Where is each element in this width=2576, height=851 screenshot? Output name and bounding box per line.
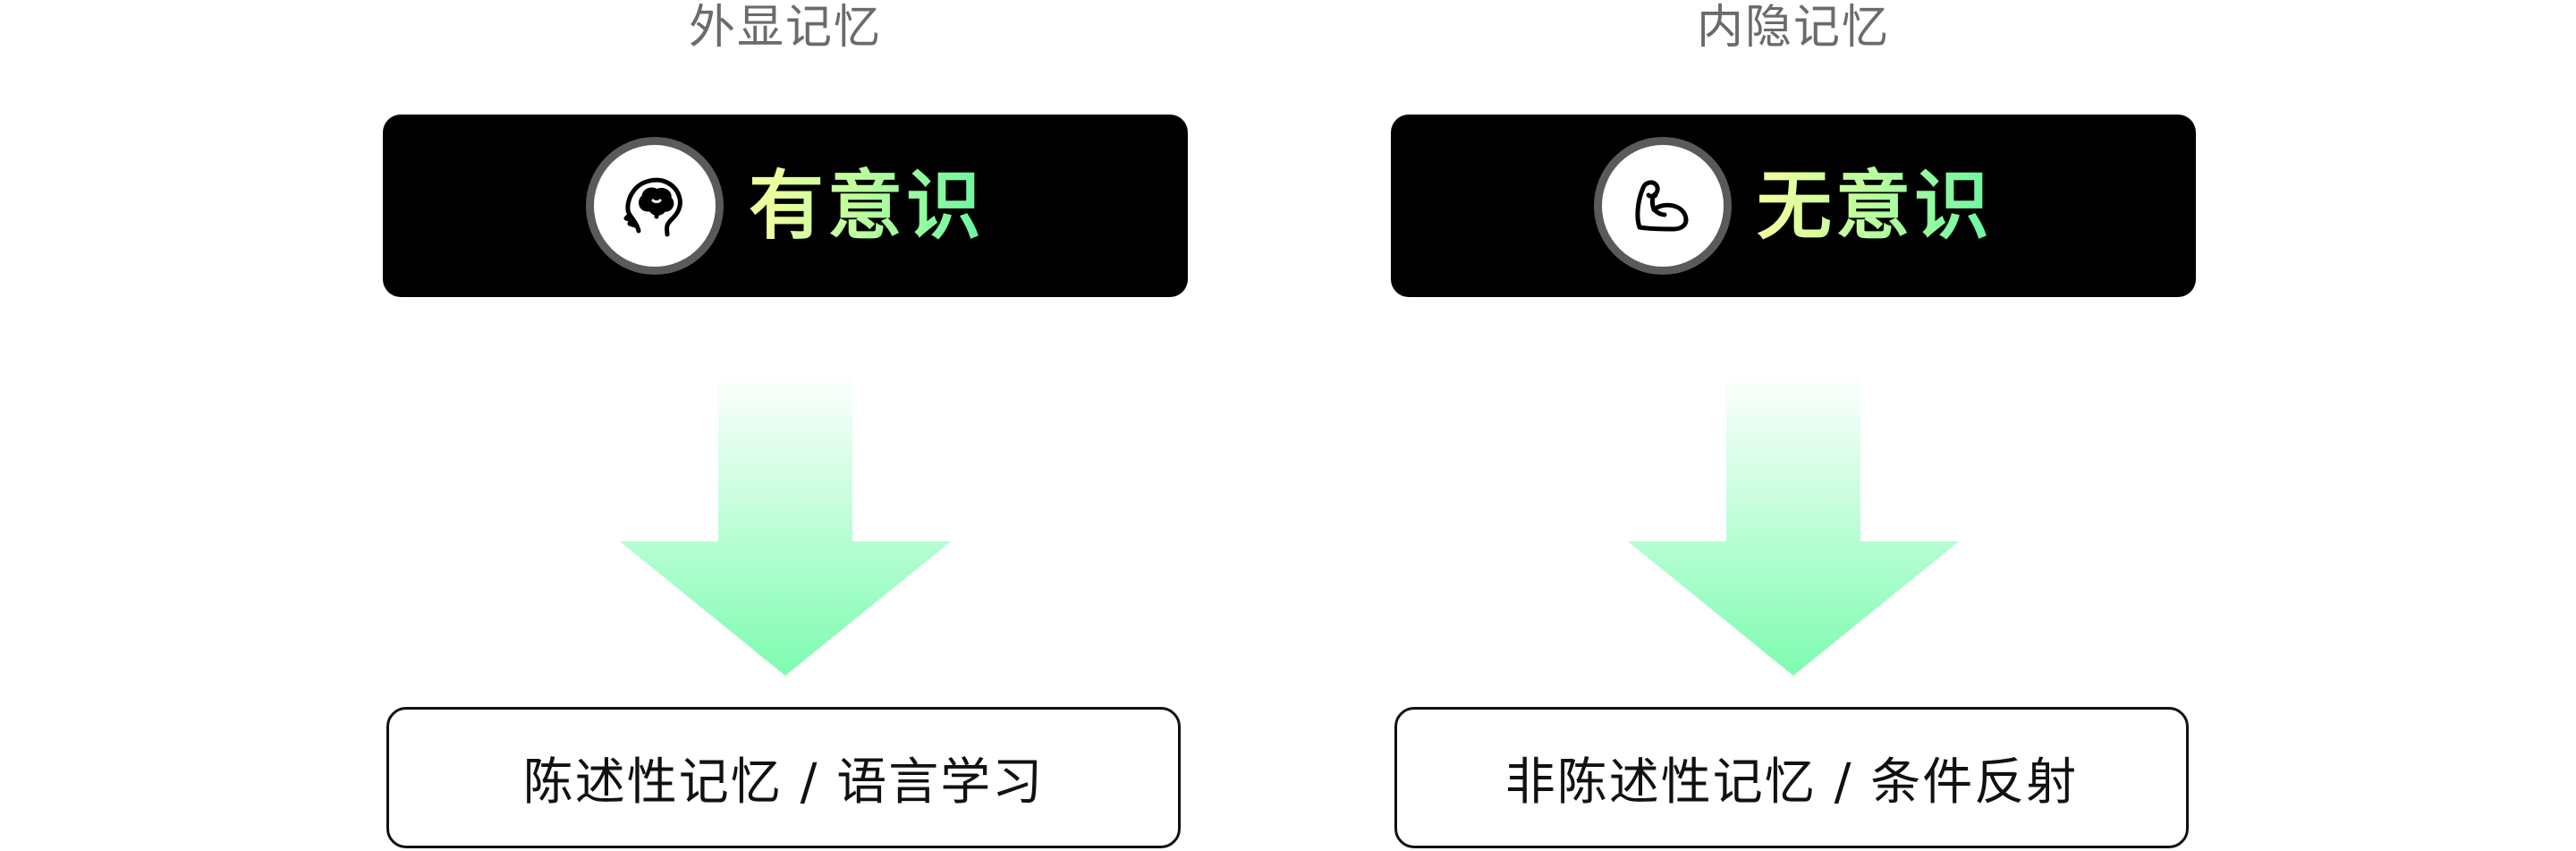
column-implicit-memory: 内隐记忆 无意识 非陈述性记忆 / 条件反射 [1391, 0, 2196, 851]
brain-head-icon [585, 137, 724, 275]
down-arrow [1628, 371, 1959, 676]
banner-content: 有意识 [383, 115, 1188, 297]
column-heading: 外显记忆 [688, 1, 882, 55]
down-arrow [620, 371, 951, 676]
result-box: 陈述性记忆 / 语言学习 [386, 707, 1181, 848]
banner-content: 无意识 [1391, 115, 2196, 297]
column-explicit-memory: 外显记忆 有意识 陈述 [383, 0, 1188, 851]
consciousness-banner: 无意识 [1391, 115, 2196, 297]
conscious-label: 有意识 [748, 162, 985, 250]
result-box: 非陈述性记忆 / 条件反射 [1394, 707, 2189, 848]
unconscious-label: 无意识 [1756, 162, 1993, 250]
column-heading: 内隐记忆 [1696, 1, 1890, 55]
flexed-arm-icon [1593, 137, 1732, 275]
consciousness-banner: 有意识 [383, 115, 1188, 297]
